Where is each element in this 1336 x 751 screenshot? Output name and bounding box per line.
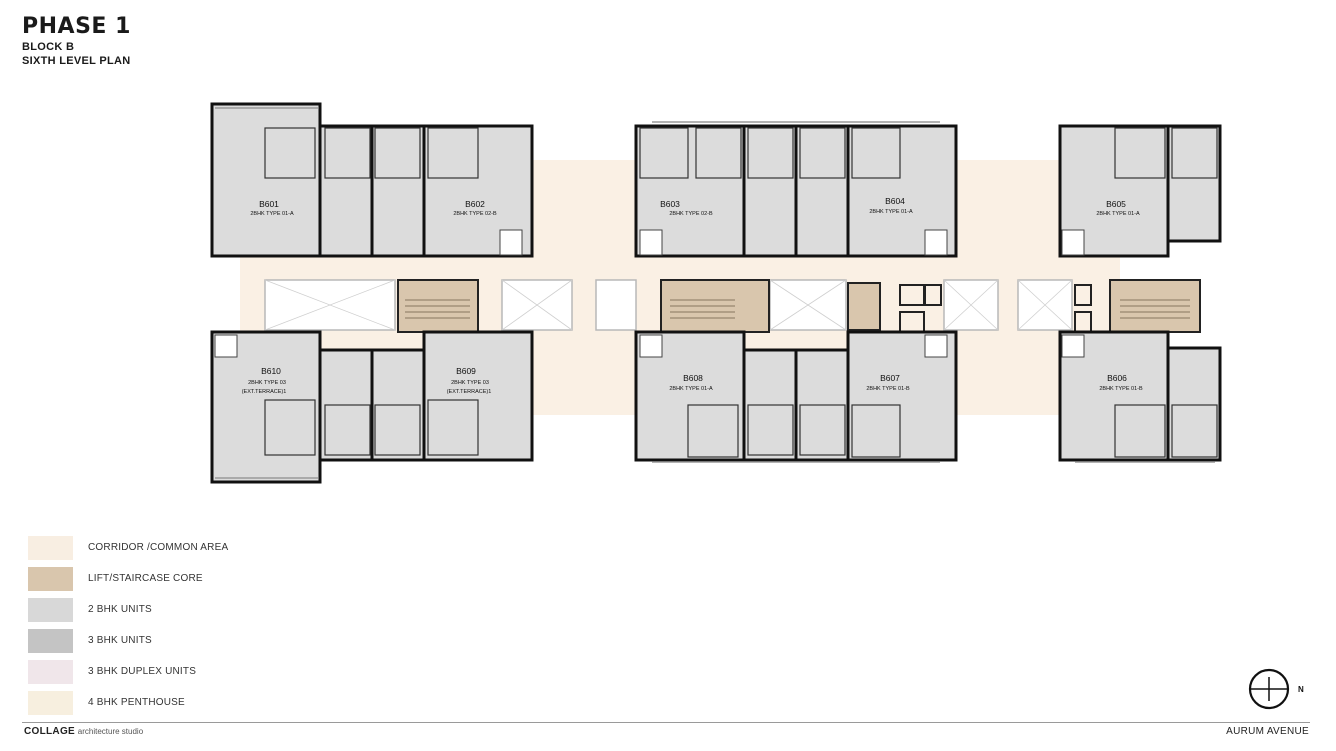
unit-id: B604	[885, 196, 905, 206]
legend-item-3bhk-duplex: 3 BHK DUPLEX UNITS	[28, 658, 288, 689]
unit-block	[742, 124, 798, 258]
unit-type: 2BHK TYPE 03	[248, 380, 286, 386]
unit-id: B601	[259, 199, 279, 209]
unit-note: (EXT.TERRACE)1	[242, 389, 287, 395]
unit-type: 2BHK TYPE 01-A	[250, 211, 294, 217]
unit-note: (EXT.TERRACE)1	[447, 389, 492, 395]
unit-id: B608	[683, 373, 703, 383]
unit-type: 2BHK TYPE 01-A	[869, 209, 913, 215]
legend-item-corridor: CORRIDOR /COMMON AREA	[28, 534, 288, 565]
corridor-area	[955, 355, 1060, 415]
level-title: SIXTH LEVEL PLAN	[22, 55, 131, 67]
project-name: AURUM AVENUE	[1226, 726, 1309, 737]
unit-id: B610	[261, 366, 281, 376]
unit-type: 2BHK TYPE 01-B	[866, 386, 910, 392]
unit-id: B606	[1107, 373, 1127, 383]
corridor-area	[520, 355, 640, 415]
unit-id: B602	[465, 199, 485, 209]
unit-type: 2BHK TYPE 02-B	[669, 211, 713, 217]
legend-swatch	[28, 567, 73, 591]
legend: CORRIDOR /COMMON AREA LIFT/STAIRCASE COR…	[28, 534, 288, 720]
legend-swatch	[28, 536, 73, 560]
unit-block	[318, 124, 374, 258]
legend-item-2bhk: 2 BHK UNITS	[28, 596, 288, 627]
void-shaft	[595, 279, 637, 331]
legend-swatch	[28, 660, 73, 684]
north-arrow-icon: N	[1248, 668, 1304, 710]
brand-name: COLLAGE	[24, 726, 75, 737]
legend-swatch	[28, 691, 73, 715]
legend-swatch	[28, 598, 73, 622]
unit-id: B605	[1106, 199, 1126, 209]
legend-label: 4 BHK PENTHOUSE	[88, 697, 185, 708]
unit-type: 2BHK TYPE 01-A	[669, 386, 713, 392]
corridor-area	[955, 160, 1060, 255]
unit-block	[1166, 346, 1222, 462]
unit-type: 2BHK TYPE 02-B	[453, 211, 497, 217]
phase-title: PHASE 1	[22, 14, 131, 39]
unit-block	[794, 124, 850, 258]
unit-type: 2BHK TYPE 01-B	[1099, 386, 1143, 392]
unit-block	[210, 102, 322, 258]
legend-swatch	[28, 629, 73, 653]
legend-label: 3 BHK UNITS	[88, 635, 152, 646]
legend-label: CORRIDOR /COMMON AREA	[88, 542, 229, 553]
title-block: PHASE 1 BLOCK B SIXTH LEVEL PLAN	[22, 14, 131, 68]
legend-item-core: LIFT/STAIRCASE CORE	[28, 565, 288, 596]
footer-brand: COLLAGE architecture studio	[24, 726, 143, 737]
unit-id: B607	[880, 373, 900, 383]
legend-label: 2 BHK UNITS	[88, 604, 152, 615]
legend-item-3bhk: 3 BHK UNITS	[28, 627, 288, 658]
corridor-area	[520, 160, 640, 255]
legend-item-4bhk-penthouse: 4 BHK PENTHOUSE	[28, 689, 288, 720]
block-title: BLOCK B	[22, 41, 75, 53]
unit-block	[370, 124, 426, 258]
unit-id: B609	[456, 366, 476, 376]
lift-core	[847, 282, 881, 331]
compass-letter: N	[1298, 685, 1304, 694]
unit-block	[1166, 124, 1222, 243]
unit-type: 2BHK TYPE 03	[451, 380, 489, 386]
legend-label: 3 BHK DUPLEX UNITS	[88, 666, 197, 677]
unit-id: B603	[660, 199, 680, 209]
brand-studio: architecture studio	[77, 727, 144, 736]
legend-label: LIFT/STAIRCASE CORE	[88, 573, 203, 584]
unit-type: 2BHK TYPE 01-A	[1096, 211, 1140, 217]
footer-divider	[22, 722, 1310, 723]
